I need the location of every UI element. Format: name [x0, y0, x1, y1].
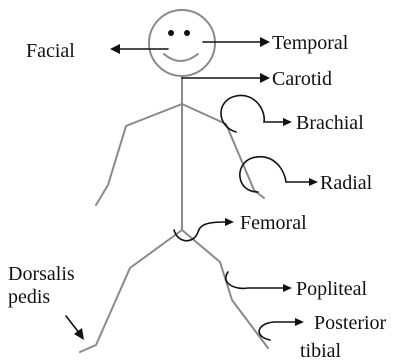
- label-brachial: Brachial: [296, 112, 364, 134]
- left-arm: [96, 104, 182, 205]
- label-popliteal: Popliteal: [296, 278, 368, 300]
- carotid-arrowhead-icon: [260, 73, 270, 83]
- femoral-arrowhead-icon: [225, 218, 234, 226]
- brachial-arrow-line: [221, 95, 284, 132]
- label-tibial: tibial: [300, 340, 342, 362]
- popliteal-arrowhead-icon: [283, 284, 292, 292]
- head: [149, 10, 215, 76]
- labels: Facial Temporal Carotid Brachial Radial …: [8, 32, 387, 362]
- label-posterior: Posterior: [314, 312, 387, 334]
- left-leg: [80, 230, 182, 352]
- radial-arrowhead-icon: [309, 178, 318, 186]
- right-leg: [182, 230, 268, 348]
- label-dorsalis: Dorsalis: [8, 263, 75, 285]
- label-pedis: pedis: [8, 286, 50, 308]
- label-femoral: Femoral: [240, 212, 307, 234]
- temporal-arrowhead-icon: [260, 37, 270, 47]
- posterior-tibial-arrow-line: [259, 322, 296, 340]
- popliteal-arrow-line: [226, 272, 284, 288]
- label-temporal: Temporal: [272, 32, 349, 54]
- label-carotid: Carotid: [272, 68, 332, 90]
- radial-arrow-line: [240, 157, 310, 192]
- stick-figure: [80, 10, 268, 352]
- left-eye: [168, 30, 174, 36]
- right-eye: [184, 30, 190, 36]
- facial-arrowhead-icon: [110, 44, 120, 54]
- dorsalis-pedis-arrowhead-icon: [74, 328, 84, 340]
- label-facial: Facial: [26, 40, 75, 62]
- brachial-arrowhead-icon: [283, 118, 292, 126]
- label-radial: Radial: [320, 172, 373, 194]
- posterior-tibial-arrowhead-icon: [295, 318, 304, 326]
- right-arm: [182, 104, 264, 198]
